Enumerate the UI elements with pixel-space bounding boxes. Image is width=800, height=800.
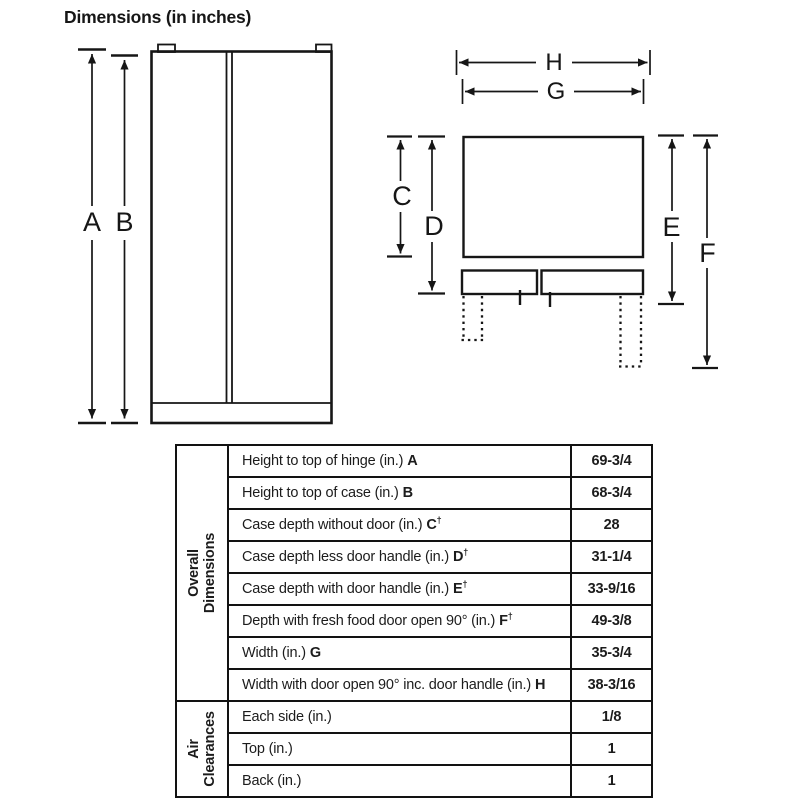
fresh-food-door-top	[540, 269, 645, 296]
dim-g: G	[461, 78, 645, 105]
row-label: Top (in.)	[242, 741, 293, 757]
row-label: Each side (in.)	[242, 709, 332, 725]
section-title-line: Clearances	[202, 711, 218, 787]
fridge-front-view	[150, 43, 333, 425]
row-value: 35-3/4	[570, 638, 651, 668]
dim-label-b: B	[115, 207, 133, 237]
fridge-front-outline	[150, 50, 333, 425]
table-row: Width (in.)G 35-3/4	[229, 636, 651, 668]
section-label-cell: Overall Dimensions	[177, 446, 229, 700]
fresh-food-door-open-dashed	[619, 296, 643, 368]
hinge-right	[315, 43, 333, 53]
case-top-outline	[462, 135, 645, 259]
dagger-mark: †	[462, 579, 468, 589]
row-label: Case depth with door handle (in.)	[242, 581, 449, 597]
row-label: Back (in.)	[242, 773, 302, 789]
dim-h: H	[455, 49, 651, 76]
dim-b: B	[111, 54, 138, 425]
row-label: Width (in.)	[242, 645, 306, 661]
row-value: 33-9/16	[570, 574, 651, 604]
row-letter: E	[453, 581, 463, 597]
dimensions-table: Overall Dimensions Height to top of hing…	[175, 444, 653, 798]
row-letter: D	[453, 549, 464, 565]
row-value: 31-1/4	[570, 542, 651, 572]
row-letter: H	[534, 677, 546, 693]
dagger-mark: †	[463, 547, 469, 557]
section-overall-dimensions: Overall Dimensions Height to top of hing…	[177, 446, 651, 700]
row-value: 49-3/8	[570, 606, 651, 636]
section-title-line: Overall	[186, 549, 202, 597]
table-row: Case depth less door handle (in.)D† 31-1…	[229, 540, 651, 572]
section-title-overall-dimensions: Overall Dimensions	[186, 533, 218, 613]
row-letter: F	[499, 613, 508, 629]
row-label: Width with door open 90° inc. door handl…	[242, 677, 531, 693]
hinge-left	[157, 43, 176, 53]
row-letter: A	[407, 453, 418, 469]
dagger-mark: †	[436, 515, 442, 525]
section-rows: Each side (in.) 1/8 Top (in.) 1 Back (in…	[229, 702, 651, 796]
row-value: 1	[570, 734, 651, 764]
dim-label-e: E	[662, 212, 680, 242]
section-air-clearances: Air Clearances Each side (in.) 1/8 Top (…	[177, 700, 651, 796]
dim-label-a: A	[83, 207, 101, 237]
table-row: Height to top of hinge (in.)A 69-3/4	[229, 446, 651, 476]
table-row: Height to top of case (in.)B 68-3/4	[229, 476, 651, 508]
table-row: Width with door open 90° inc. door handl…	[229, 668, 651, 700]
dim-label-g: G	[547, 78, 566, 105]
row-label: Case depth without door (in.)	[242, 517, 423, 533]
row-value: 68-3/4	[570, 478, 651, 508]
table-row: Case depth without door (in.)C† 28	[229, 508, 651, 540]
dim-label-d: D	[424, 211, 444, 241]
row-value: 69-3/4	[570, 446, 651, 476]
row-value: 38-3/16	[570, 670, 651, 700]
dim-d: D	[418, 135, 445, 295]
row-label: Depth with fresh food door open 90° (in.…	[242, 613, 496, 629]
row-label: Height to top of hinge (in.)	[242, 453, 404, 469]
dim-label-f: F	[699, 238, 716, 268]
section-title-air-clearances: Air Clearances	[186, 711, 218, 786]
fridge-top-view	[460, 135, 645, 368]
section-label-cell: Air Clearances	[177, 702, 229, 796]
dim-f: F	[692, 134, 718, 370]
row-label: Height to top of case (in.)	[242, 485, 399, 501]
row-value: 28	[570, 510, 651, 540]
table-row: Top (in.) 1	[229, 732, 651, 764]
page-title: Dimensions (in inches)	[64, 7, 252, 27]
section-title-line: Dimensions	[202, 532, 218, 614]
row-letter: G	[309, 645, 321, 661]
dagger-mark: †	[507, 611, 513, 621]
dim-c: C	[387, 135, 412, 258]
row-label: Case depth less door handle (in.)	[242, 549, 449, 565]
dim-e: E	[658, 134, 684, 306]
row-letter: C	[426, 517, 437, 533]
freezer-door-open-dashed	[461, 296, 484, 342]
dim-a: A	[78, 48, 106, 425]
table-row: Depth with fresh food door open 90° (in.…	[229, 604, 651, 636]
dimension-diagram: A B H G	[78, 43, 718, 425]
dim-label-h: H	[545, 49, 562, 76]
table-row: Back (in.) 1	[229, 764, 651, 796]
table-row: Each side (in.) 1/8	[229, 702, 651, 732]
table-row: Case depth with door handle (in.)E† 33-9…	[229, 572, 651, 604]
freezer-door-top	[460, 269, 539, 296]
row-letter: B	[402, 485, 413, 501]
section-title-line: Air	[186, 739, 202, 759]
row-value: 1/8	[570, 702, 651, 732]
row-value: 1	[570, 766, 651, 796]
dim-label-c: C	[392, 181, 412, 211]
section-rows: Height to top of hinge (in.)A 69-3/4 Hei…	[229, 446, 651, 700]
